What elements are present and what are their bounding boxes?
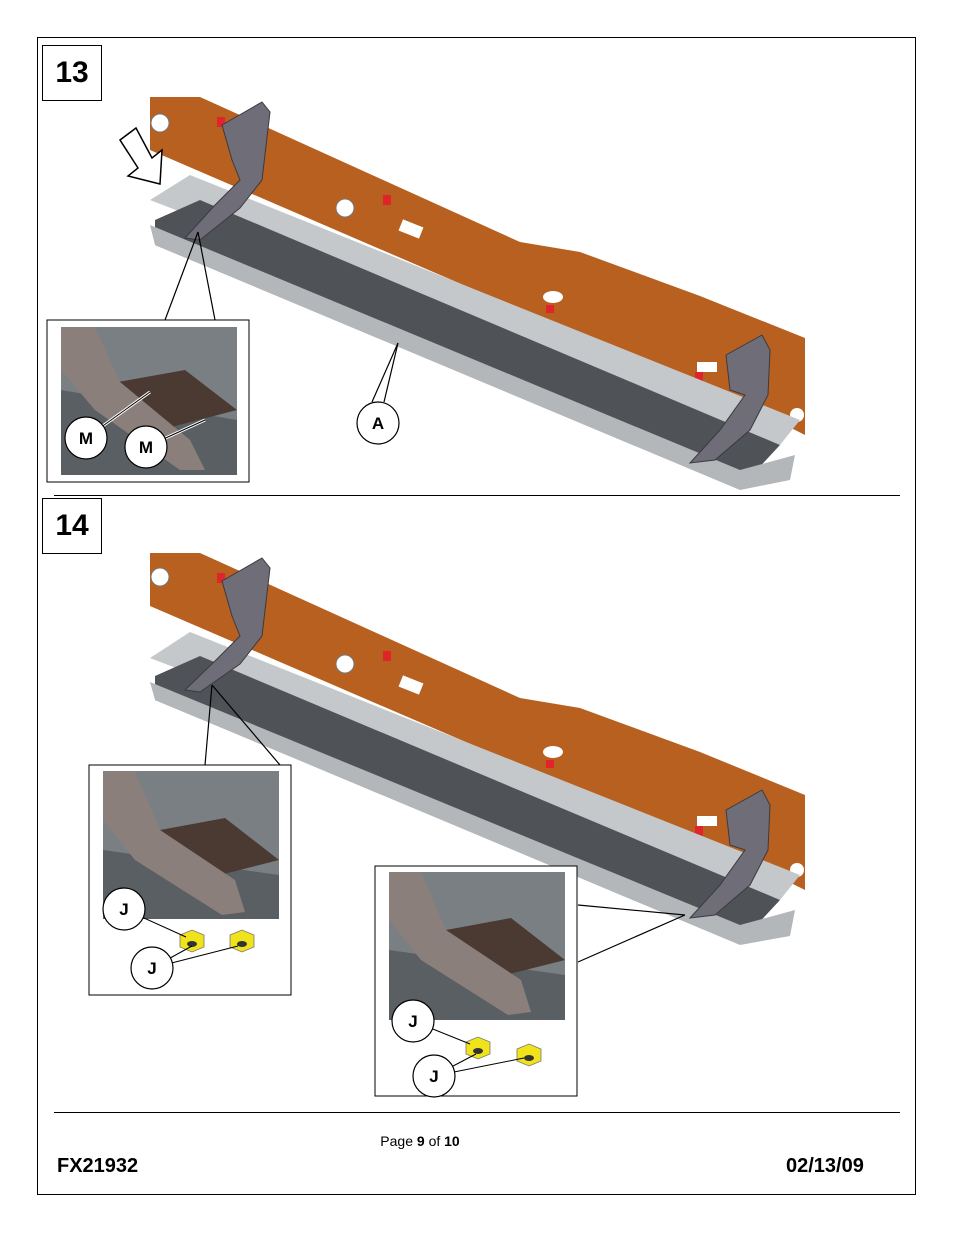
page-prefix: Page: [380, 1133, 413, 1149]
leader-line: [578, 915, 685, 962]
frame-hole: [151, 568, 169, 586]
document-date: 02/13/09: [786, 1155, 864, 1178]
frame-slot: [543, 746, 563, 758]
callout-label-j: J: [408, 1012, 417, 1031]
page-indicator: Page 9 of 10: [0, 1133, 840, 1149]
red-marker: [383, 651, 391, 661]
nut-hole: [524, 1055, 534, 1061]
divider-line: [54, 1112, 900, 1113]
page-current: 9: [417, 1133, 425, 1149]
page-total: 10: [444, 1133, 460, 1149]
callout-label-j: J: [429, 1067, 438, 1086]
nut-hole: [237, 941, 247, 947]
frame-slot: [697, 816, 717, 826]
frame-hole: [336, 655, 354, 673]
callout-label-j: J: [119, 900, 128, 919]
red-marker: [546, 760, 554, 768]
callout-label-j: J: [147, 959, 156, 978]
nut-hole: [473, 1048, 483, 1054]
page-of: of: [429, 1133, 441, 1149]
part-number: FX21932: [57, 1155, 138, 1178]
